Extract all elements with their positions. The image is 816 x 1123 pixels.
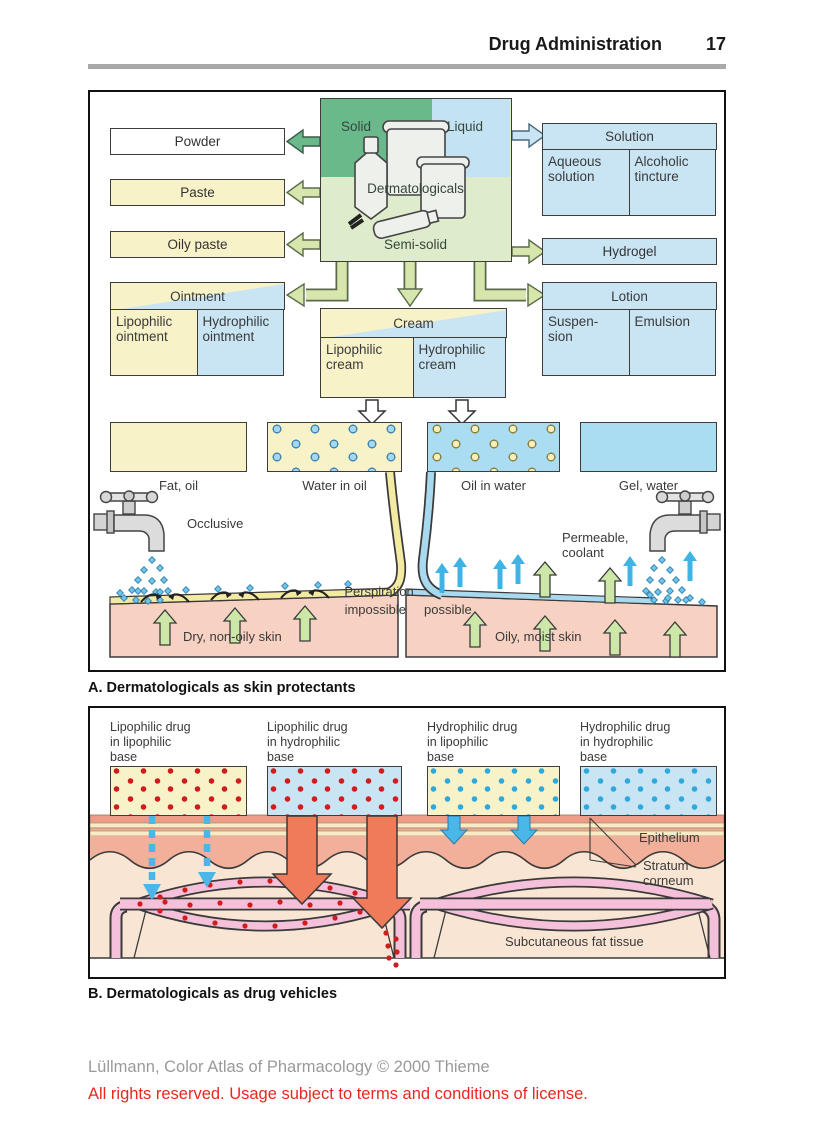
fat-oil-swatch (110, 422, 247, 472)
dermatologicals-label: Dermatologicals (367, 181, 464, 196)
gel-water-label: Gel, water (618, 478, 679, 493)
stratum-wavy-boundary (90, 850, 724, 870)
drug-in-capillary-dots (137, 878, 400, 968)
hydrophilic-drug-hydrophilic-base-swatch (580, 766, 717, 816)
lipophilic-ointment-cell: Lipophilic ointment (110, 310, 198, 376)
oily-skin-label: Oily, moist skin (495, 629, 582, 644)
faucet-icon (642, 490, 721, 605)
stratum-corneum-layer (90, 814, 724, 837)
tube-crimp (347, 213, 365, 230)
page-header: Drug Administration 17 (88, 34, 726, 55)
perspiration-label: Perspiration (344, 584, 414, 599)
figure-a-dermatologicals-protectants: Solid Liquid Dermatologicals Semi-solid … (88, 90, 726, 672)
license-notice: All rights reserved. Usage subject to te… (88, 1085, 588, 1103)
caption-b: B. Dermatologicals as drug vehicles (88, 986, 338, 1002)
arrow-semisolid-to-paste (285, 179, 321, 206)
hydrophilic-ointment-cell: Hydrophilic ointment (196, 310, 284, 376)
cream-group: Cream Lipophilic cream Hydrophilic cream (320, 308, 507, 398)
emulsion-cell: Emulsion (628, 310, 716, 376)
fat-oil-label: Fat, oil (158, 478, 198, 493)
hydrophilic-cream-cell: Hydrophilic cream (412, 338, 506, 398)
impossible-label: impossible (344, 602, 406, 617)
alcoholic-tincture-cell: Alcoholic tincture (628, 150, 716, 216)
cream-box: Cream (320, 308, 507, 338)
dry-skin-label: Dry, non-oily skin (183, 629, 282, 644)
ointment-box: Ointment (110, 282, 285, 310)
col3-label: Hydrophilic drug in lipophilic base (427, 720, 518, 764)
header-rule (88, 64, 726, 69)
capillary-loop-left (109, 876, 410, 959)
gel-water-swatch (580, 422, 717, 472)
subcutaneous-label: Subcutaneous fat tissue (505, 934, 644, 949)
col2-label: Lipophilic drug in hydrophilic base (267, 720, 348, 764)
surface-only-arrows (439, 815, 539, 845)
col1-label: Lipophilic drug in lipophilic base (110, 720, 191, 764)
lipophilic-drug-hydrophilic-base-swatch (267, 766, 402, 816)
permeable-coolant-label: Permeable, coolant (562, 530, 629, 561)
page-title: Drug Administration (488, 34, 662, 54)
oily-paste-box: Oily paste (110, 231, 285, 258)
solid-label: Solid (341, 119, 372, 134)
lipophilic-cream-cell: Lipophilic cream (320, 338, 414, 398)
paste-box: Paste (110, 179, 285, 206)
solution-group: Solution Aqueous solution Alcoholic tinc… (542, 123, 717, 216)
container-jars-icon (347, 120, 470, 240)
arrow-solid-to-powder (285, 128, 321, 155)
water-in-oil-label: Water in oil (302, 478, 367, 493)
arrow-semisolid-to-hydrogel (511, 238, 547, 265)
layer-leader-lines (589, 817, 637, 868)
epithelium-label: Epithelium (639, 830, 700, 845)
figure-b-dermatologicals-vehicles: Lipophilic drug in lipophilic base Lipop… (88, 706, 726, 979)
col4-label: Hydrophilic drug in hydrophilic base (580, 720, 671, 764)
epithelium-layer (90, 836, 724, 870)
hydrophilic-drug-lipophilic-base-swatch (427, 766, 560, 816)
powder-box: Powder (110, 128, 285, 155)
ointment-group: Ointment Lipophilic ointment Hydrophilic… (110, 282, 285, 376)
book-credit: Lüllmann, Color Atlas of Pharmacology © … (88, 1058, 490, 1076)
faucet-icon (93, 490, 172, 605)
semi-solid-label: Semi-solid (383, 237, 448, 252)
lotion-box: Lotion (542, 282, 717, 310)
dermatologicals-center-box: Solid Liquid Dermatologicals Semi-solid (320, 98, 512, 262)
water-in-oil-swatch (267, 422, 402, 472)
possible-label: possible (424, 602, 472, 617)
stratum-corneum-label: Stratum corneum (643, 858, 694, 889)
oil-in-water-swatch (427, 422, 560, 472)
hydrogel-box: Hydrogel (542, 238, 717, 265)
oil-in-water-label: Oil in water (460, 478, 527, 493)
dashed-penetration-arrows (143, 816, 216, 900)
suspension-cell: Suspen- sion (542, 310, 630, 376)
strong-penetration-arrows (271, 815, 413, 930)
liquid-label: Liquid (447, 119, 484, 134)
aqueous-solution-cell: Aqueous solution (542, 150, 630, 216)
arrow-hydrophilic-cream-down (447, 399, 477, 426)
caption-a: A. Dermatologicals as skin protectants (88, 680, 356, 696)
solution-box: Solution (542, 123, 717, 150)
lotion-group: Lotion Suspen- sion Emulsion (542, 282, 717, 376)
occlusive-label: Occlusive (187, 516, 244, 531)
arrow-semisolid-to-oilypaste (285, 231, 321, 258)
arrow-liquid-to-solution (511, 122, 547, 149)
page-number: 17 (705, 34, 726, 54)
arrow-lipophilic-cream-down (357, 399, 387, 426)
lipophilic-drug-lipophilic-base-swatch (110, 766, 247, 816)
